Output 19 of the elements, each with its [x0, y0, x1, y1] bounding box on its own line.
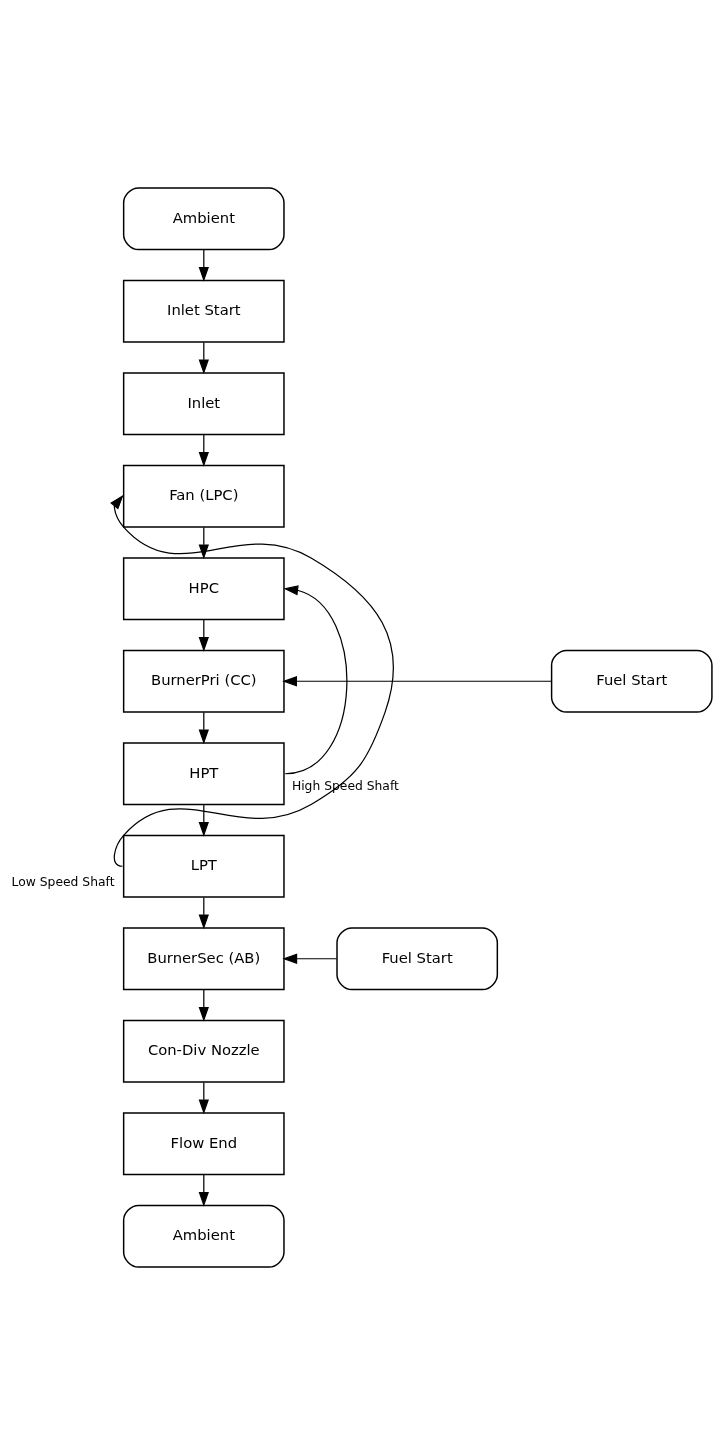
- node-box: Ambient: [122, 1204, 285, 1268]
- node-box: BurnerPri (CC): [122, 649, 285, 713]
- node-box: Con-Div Nozzle: [122, 1019, 285, 1083]
- node-box: Inlet: [122, 371, 285, 435]
- node-box: Inlet Start: [122, 279, 285, 343]
- node-box: Flow End: [122, 1111, 285, 1175]
- arrow: [110, 494, 394, 867]
- node-box: Fuel Start: [336, 926, 499, 990]
- node-box: Fuel Start: [550, 649, 713, 713]
- node-box: Ambient: [122, 186, 285, 250]
- edge-label: Low Speed Shaft: [11, 874, 115, 889]
- node-box: BurnerSec (AB): [122, 926, 285, 990]
- arrow: [282, 953, 338, 964]
- arrow: [283, 584, 348, 774]
- node-box: HPC: [122, 556, 285, 620]
- node-box: HPT: [122, 741, 285, 805]
- node-box: Fan (LPC): [122, 464, 285, 528]
- arrow: [282, 675, 552, 686]
- node-box: LPT: [122, 834, 285, 898]
